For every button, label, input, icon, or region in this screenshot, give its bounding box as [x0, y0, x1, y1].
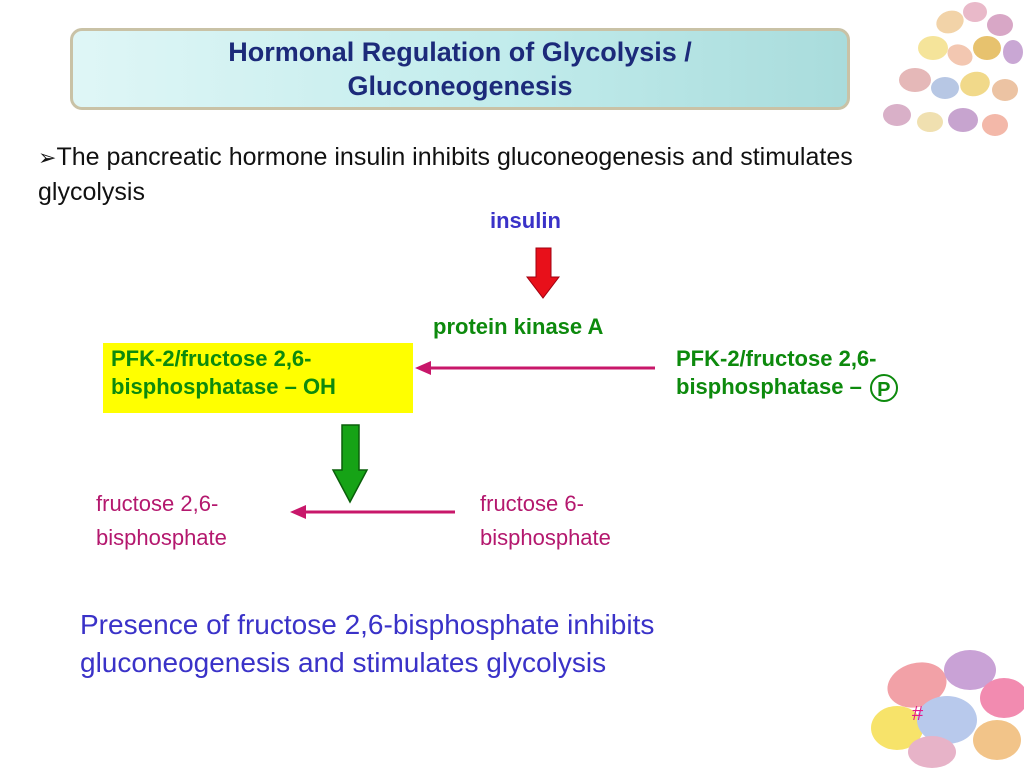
- page-number: #: [912, 703, 924, 725]
- slide-title: Hormonal Regulation of Glycolysis / Gluc…: [228, 37, 692, 101]
- substrate-label: fructose 6-bisphosphate: [480, 491, 611, 550]
- reaction-arrowhead-icon: [290, 505, 306, 519]
- bullet-arrow-icon: ➢: [38, 145, 57, 170]
- egg-candies-top-decoration: [883, 2, 1023, 136]
- title-box: Hormonal Regulation of Glycolysis / Gluc…: [70, 28, 850, 110]
- bullet-text: The pancreatic hormone insulin inhibits …: [38, 143, 853, 206]
- protein-kinase-label: protein kinase A: [433, 314, 604, 339]
- insulin-label: insulin: [490, 208, 561, 233]
- summary-text: Presence of fructose 2,6-bisphosphate in…: [80, 609, 655, 678]
- phosphate-circle-icon: P: [869, 374, 898, 403]
- pfk-oh-label: PFK-2/fructose 2,6-bisphosphatase – OH: [103, 343, 413, 413]
- red-down-arrow-icon: [525, 247, 561, 299]
- green-down-arrow-icon: [331, 424, 369, 504]
- egg-candies-bottom-decoration: [871, 650, 1024, 768]
- bullet-point: ➢The pancreatic hormone insulin inhibits…: [38, 140, 938, 209]
- pfk-phosphorylated-label: PFK-2/fructose 2,6-bisphosphatase –P: [676, 345, 976, 403]
- dephosphorylation-arrowhead-icon: [415, 361, 431, 375]
- product-label: fructose 2,6-bisphosphate: [96, 491, 227, 550]
- pfk-p-text: PFK-2/fructose 2,6-bisphosphatase –: [676, 346, 877, 399]
